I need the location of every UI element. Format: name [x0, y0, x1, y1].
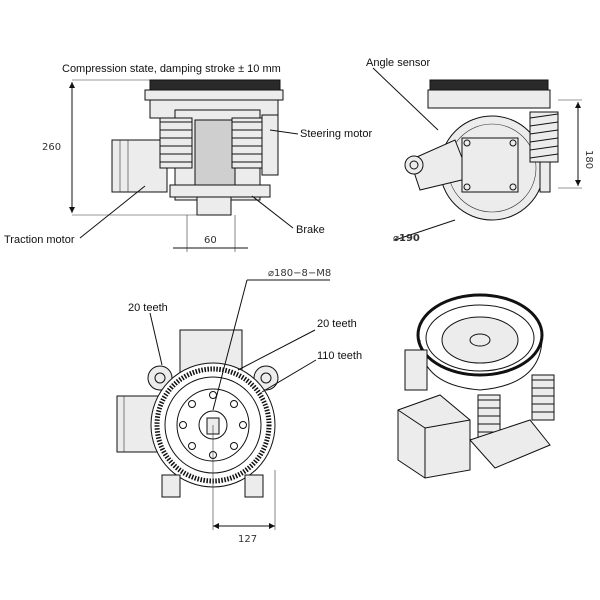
top-view: [116, 279, 330, 530]
label-brake: Brake: [296, 224, 325, 236]
label-compression: Compression state, damping stroke ± 10 m…: [62, 63, 281, 75]
spring-left: [159, 117, 193, 169]
front-view: 260 60: [42, 79, 299, 252]
spring-right: [231, 117, 265, 169]
label-traction-motor: Traction motor: [4, 234, 75, 246]
dim-wheel-diameter: ⌀190: [393, 233, 420, 244]
turntable-top: [149, 79, 281, 91]
dim-bolt-pattern: ⌀180−8−M8: [268, 268, 331, 279]
label-110-teeth: 110 teeth: [317, 350, 362, 362]
dim-60: 60: [204, 235, 217, 246]
dim-127: 127: [238, 534, 257, 545]
label-angle-sensor: Angle sensor: [366, 57, 431, 69]
side-view: [372, 67, 582, 241]
isometric-view: [397, 293, 555, 479]
label-steering-motor: Steering motor: [300, 128, 372, 140]
dim-260: 260: [42, 142, 61, 153]
traction-motor-body: [111, 139, 168, 193]
dim-180: 180: [583, 150, 594, 169]
label-20-teeth-left: 20 teeth: [128, 302, 168, 314]
label-20-teeth-right: 20 teeth: [317, 318, 357, 330]
